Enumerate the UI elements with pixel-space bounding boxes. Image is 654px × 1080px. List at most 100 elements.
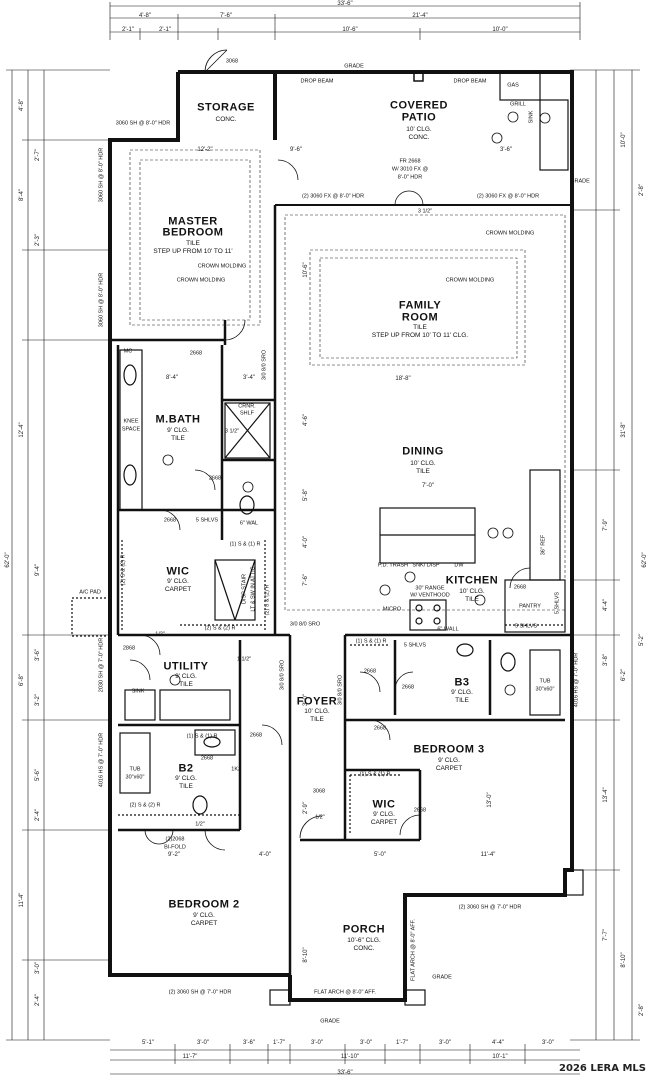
utility-note: TILE <box>179 680 193 688</box>
dining-label: DINING <box>402 445 444 458</box>
dining-note: TILE <box>416 467 430 475</box>
dimension-label: 4'-0" <box>259 852 271 858</box>
b3-label: B3 <box>454 676 470 689</box>
foyer-label: FOYER <box>296 695 338 708</box>
shelves-label: 5 SHLVS <box>403 642 427 649</box>
pd-trash-label: P.D. TRASH <box>377 562 409 569</box>
refrigerator-label: 36" REF <box>540 534 547 556</box>
wic-b3-note: CARPET <box>370 818 398 826</box>
ac-pad-label: A/C PAD <box>79 589 101 596</box>
door-note: 1/2" <box>195 821 205 828</box>
dimension-label: 3'-2" <box>35 694 41 706</box>
dimension-label: 3'-0" <box>35 962 41 974</box>
dimension-label: 7'-6" <box>303 574 309 586</box>
door-tag: 2668 <box>189 350 203 357</box>
pantry-shelves-label: 5 SHLVS <box>554 591 561 615</box>
kitchen-note: TILE <box>465 595 479 603</box>
dimension-label: 1'-7" <box>396 1040 408 1046</box>
dimension-label: 5'-6" <box>35 769 41 781</box>
dimension-label: 3'-6" <box>35 649 41 661</box>
french-door-tag-3: 8'-0" HDR <box>397 174 423 181</box>
window-tag: (2) 3060 FX @ 8'-0" HDR <box>301 193 365 200</box>
dimension-label: 10'-0" <box>492 27 508 33</box>
dimension-label: 21'-4" <box>412 13 428 19</box>
dimension-label: 7'-7" <box>603 929 609 941</box>
dimension-label: 2'-9" <box>303 802 309 814</box>
master-bedroom-label-1: MASTER <box>168 215 218 228</box>
shelf-rod-tag: (2) S & (2) R <box>264 584 271 616</box>
door-tag: 2668 <box>373 725 387 732</box>
family-room-note: TILE <box>413 323 427 331</box>
master-bedroom-label-2: BEDROOM <box>162 226 224 239</box>
sro-tag: 3/0 8/0 SRO <box>289 621 321 628</box>
dimension-label: 4'-8" <box>139 13 151 19</box>
dimension-label: 3'-0" <box>360 1040 372 1046</box>
dimension-label: 33'-6" <box>337 1 353 7</box>
covered-patio-ceiling: 10' CLG. <box>406 125 432 133</box>
dimension-label: 7'-0" <box>422 483 434 489</box>
dimension-label: 5'-1" <box>142 1040 154 1046</box>
dimension-label: 4'-0" <box>303 536 309 548</box>
corner-shelf-label: CRNR. <box>238 403 256 410</box>
bedroom2-ceiling: 9' CLG. <box>193 911 215 919</box>
dimension-label: 11'-10" <box>340 1054 360 1060</box>
porch-label: PORCH <box>342 923 386 936</box>
grade-label: GRADE <box>344 63 364 70</box>
door-tag: 3068 <box>225 58 239 65</box>
dimension-label: 2'-8" <box>639 1004 645 1016</box>
mc-label: MC <box>123 348 133 355</box>
foyer-ceiling: 10' CLG. <box>304 707 330 715</box>
dimension-label: 2'-1" <box>122 27 134 33</box>
window-tag: 2030 SH @ 7'-0" HDR <box>98 637 105 693</box>
dimension-label: 7'-6" <box>220 13 232 19</box>
door-note: 3 1/2" <box>417 208 433 215</box>
bedroom3-label: BEDROOM 3 <box>413 743 485 756</box>
door-tag: 2668 <box>413 807 427 814</box>
dimension-label: 4'-4" <box>603 599 609 611</box>
tub-label: TUB <box>539 678 551 685</box>
sro-tag: 3/0 8/0 SRO <box>261 349 268 381</box>
knee-space-label: KNEE <box>123 418 139 425</box>
window-tag: (2) 3060 SH @ 7'-0" HDR <box>168 989 232 996</box>
door-tag: 2668 <box>163 517 177 524</box>
dimension-label: 3'-0" <box>311 1040 323 1046</box>
bifold-door-tag: (2)2068 <box>165 836 185 843</box>
sink-label: SINK <box>131 688 145 695</box>
dimension-label: 3'-6" <box>243 1040 255 1046</box>
shelves-label: 5 SHLVS <box>514 623 538 630</box>
dimension-label: 9'-2" <box>168 852 180 858</box>
master-bath-note: TILE <box>171 434 185 442</box>
dimension-label: 10'-6" <box>342 27 358 33</box>
shelves-label: 5 SHLVS <box>195 517 219 524</box>
door-tag: 3068 <box>312 788 326 795</box>
dimension-label: 9'-4" <box>35 564 41 576</box>
porch-note: CONC. <box>353 944 375 952</box>
dimension-label: 9'-6" <box>290 147 302 153</box>
door-tag: 2868 <box>122 645 136 652</box>
dimension-label: 1'-7" <box>273 1040 285 1046</box>
family-room-ceiling: STEP UP FROM 10' TO 11' CLG. <box>371 331 469 339</box>
porch-ceiling: 10'-6" CLG. <box>347 936 381 944</box>
dimension-label: 13'-0" <box>487 792 493 808</box>
bedroom2-label: BEDROOM 2 <box>168 898 240 911</box>
grade-label: GRADE <box>432 974 452 981</box>
kitchen-ceiling: 10' CLG. <box>459 587 485 595</box>
dimension-label: 5'-0" <box>374 852 386 858</box>
door-tag: 2668 <box>401 684 415 691</box>
wic-master-label: WIC <box>166 565 190 578</box>
dimension-label: 3'-0" <box>197 1040 209 1046</box>
shelf-rod-tag: (1) S & (1) R <box>355 638 387 645</box>
drop-beam-label: DROP BEAM <box>453 78 487 85</box>
dimension-label: 8'-4" <box>166 375 178 381</box>
window-tag: 3060 SH @ 8'-0" HDR <box>115 120 171 127</box>
dimension-label: 7'-9" <box>603 519 609 531</box>
master-bath-ceiling: 9' CLG. <box>167 426 189 434</box>
dimension-label: 10'-6" <box>303 262 309 278</box>
b2-note: TILE <box>179 782 193 790</box>
dimension-label: 10'-1" <box>492 1054 508 1060</box>
dimension-label: 2'-4" <box>35 809 41 821</box>
family-room-label-1: FAMILY <box>398 299 442 312</box>
covered-patio-label-2: PATIO <box>401 111 437 124</box>
door-note: 1Kz <box>231 766 241 773</box>
door-note: 1 1/2" <box>236 656 252 663</box>
